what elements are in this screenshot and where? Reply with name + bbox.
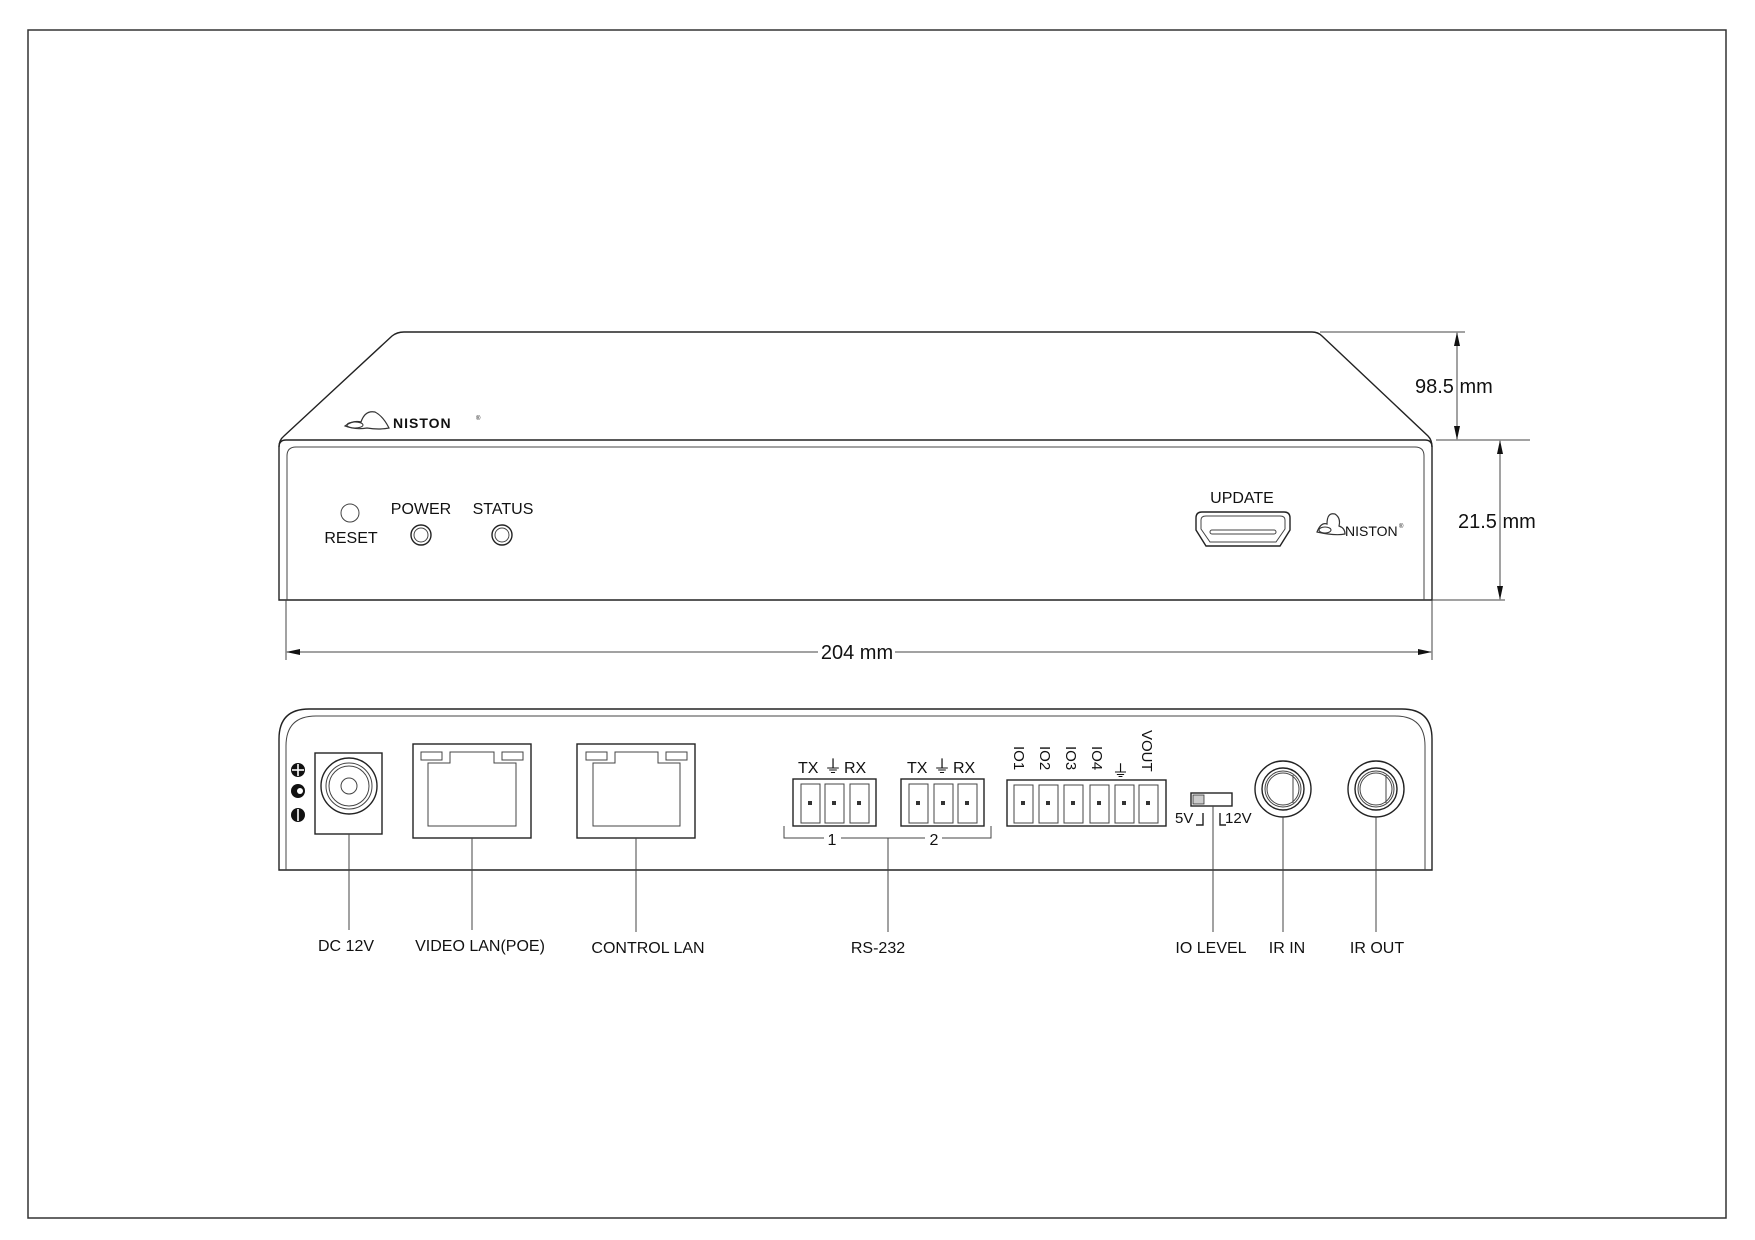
negative-icon xyxy=(291,808,305,822)
polarity-symbols xyxy=(291,763,305,822)
callout-rs232: RS-232 xyxy=(851,940,905,957)
brand-name-front: NISTON xyxy=(1345,523,1398,539)
rs232-1-tx-label: TX xyxy=(798,760,819,777)
io-pin-labels: IO1 IO2 IO3 IO4 ⏚ VOUT xyxy=(1010,730,1155,781)
callout-video-lan: VIDEO LAN(POE) xyxy=(415,938,545,955)
io-terminal-block: IO1 IO2 IO3 IO4 ⏚ VOUT xyxy=(1006,730,1167,827)
registered-mark-front: ® xyxy=(1399,523,1404,530)
rear-panel-inner xyxy=(285,715,1426,870)
reset-button xyxy=(340,503,360,523)
reset-label: RESET xyxy=(324,530,378,547)
power-led-icon xyxy=(410,524,432,546)
center-pin-icon xyxy=(291,784,305,798)
dc-jack-icon xyxy=(314,752,383,835)
control-lan-port-icon xyxy=(576,743,696,839)
rs232-port-2: TX ⏚ RX xyxy=(900,757,985,827)
callout-ir-in: IR IN xyxy=(1269,940,1305,957)
io-level-5v-label: 5V xyxy=(1175,810,1193,827)
io4-label: IO4 xyxy=(1088,746,1105,770)
rear-panel-outer xyxy=(278,708,1433,871)
callout-dc-12v: DC 12V xyxy=(318,938,374,955)
rs232-1-ground-icon: ⏚ xyxy=(824,757,842,777)
front-view: NISTON ® RESET POWER STATUS UPDATE xyxy=(278,331,1536,664)
update-label: UPDATE xyxy=(1210,490,1274,507)
io-level-switch: 5V 12V xyxy=(1175,792,1252,827)
power-label: POWER xyxy=(391,501,451,518)
ir-in-jack-icon xyxy=(1254,760,1312,818)
status-label: STATUS xyxy=(473,501,534,518)
io2-label: IO2 xyxy=(1036,746,1053,770)
ir-out-jack-icon xyxy=(1347,760,1405,818)
callout-leaders xyxy=(348,806,1377,932)
rs232-2-ground-icon: ⏚ xyxy=(933,757,951,777)
front-panel-inner xyxy=(286,446,1425,600)
rs232-2-tx-label: TX xyxy=(907,760,928,777)
callout-control-lan: CONTROL LAN xyxy=(591,940,704,957)
io1-label: IO1 xyxy=(1010,746,1027,770)
vout-label: VOUT xyxy=(1138,730,1155,772)
logo-icon xyxy=(343,411,390,430)
video-lan-port-icon xyxy=(412,743,532,839)
rs232-port-1: TX ⏚ RX xyxy=(792,757,877,827)
positive-icon xyxy=(291,763,305,777)
rs232-1-rx-label: RX xyxy=(844,760,867,777)
registered-mark: ® xyxy=(476,415,481,422)
brand-name: NISTON xyxy=(393,415,452,431)
depth-dimension: 98.5 mm xyxy=(1320,331,1530,441)
height-dimension: 21.5 mm xyxy=(1432,440,1536,601)
depth-value: 98.5 mm xyxy=(1415,376,1493,398)
width-value: 204 mm xyxy=(821,642,893,664)
rs232-port-1-number: 1 xyxy=(828,832,837,849)
hdmi-port-icon xyxy=(1195,511,1291,547)
brand-logo-top: NISTON ® xyxy=(343,411,481,431)
rs232-2-rx-label: RX xyxy=(953,760,976,777)
logo-icon xyxy=(1316,513,1346,536)
callout-labels: DC 12V VIDEO LAN(POE) CONTROL LAN RS-232… xyxy=(318,938,1404,957)
width-dimension: 204 mm xyxy=(285,600,1433,664)
rs232-port-2-number: 2 xyxy=(930,832,939,849)
rear-view: TX ⏚ RX TX ⏚ RX 1 2 IO1 xyxy=(278,708,1433,957)
io-ground-icon: ⏚ xyxy=(1112,762,1129,781)
brand-logo-front: NISTON ® xyxy=(1316,513,1404,539)
callout-io-level: IO LEVEL xyxy=(1175,940,1246,957)
io-level-12v-label: 12V xyxy=(1225,810,1252,827)
device-top-outline xyxy=(278,331,1433,448)
drawing-frame xyxy=(27,29,1727,1219)
height-value: 21.5 mm xyxy=(1458,511,1536,533)
callout-ir-out: IR OUT xyxy=(1350,940,1404,957)
rs232-bracket: 1 2 xyxy=(783,826,992,849)
front-panel-outer xyxy=(278,439,1433,601)
io3-label: IO3 xyxy=(1062,746,1079,770)
status-led-icon xyxy=(491,524,513,546)
